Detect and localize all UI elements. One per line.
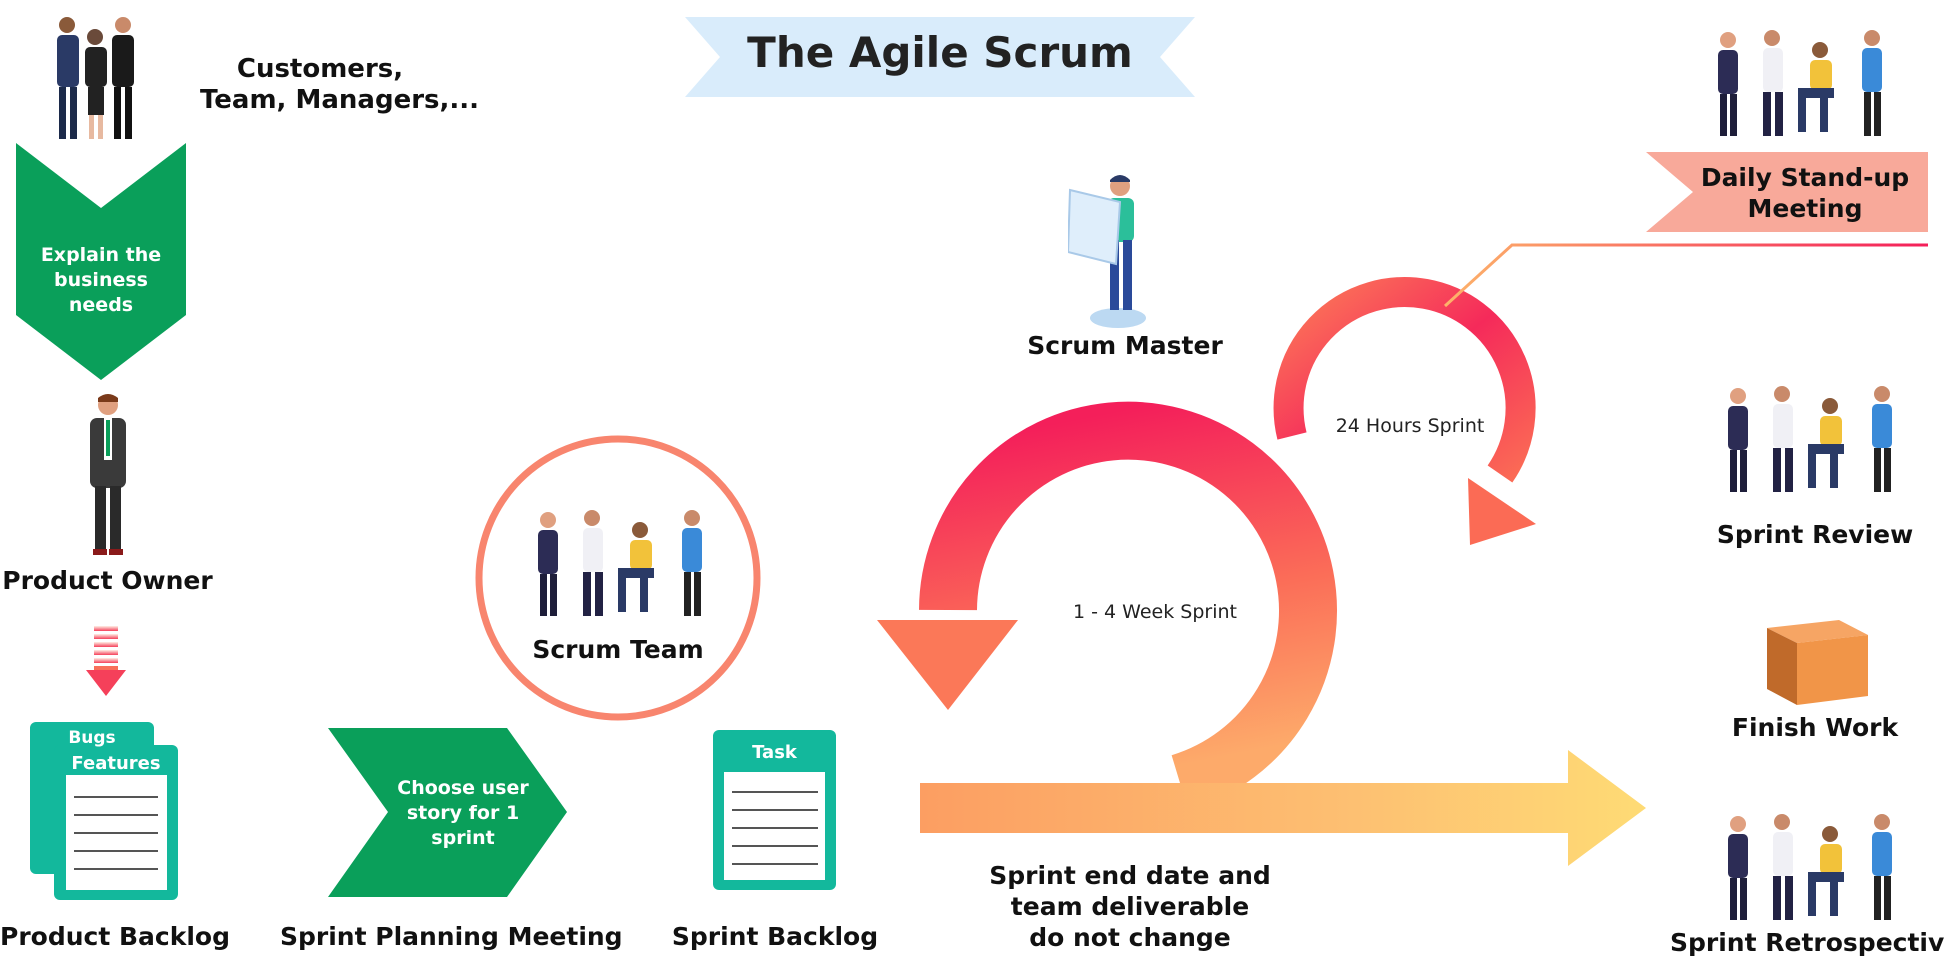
caption-line1: Sprint end date and — [989, 861, 1271, 890]
explain-chevron — [16, 143, 186, 380]
scrum-team-label: Scrum Team — [532, 635, 704, 664]
sprint-backlog-doc — [713, 730, 836, 890]
planning-line3: sprint — [431, 827, 495, 849]
sprint-planning-chevron — [328, 728, 567, 897]
explain-line3: needs — [68, 294, 134, 316]
down-arrow-icon — [86, 626, 126, 696]
finish-work-label: Finish Work — [1731, 713, 1899, 742]
product-owner-label: Product Owner — [2, 566, 213, 595]
scrum-master-icon — [1068, 175, 1146, 328]
small-loop-label: 24 Hours Sprint — [1335, 415, 1485, 437]
big-loop-label: 1 - 4 Week Sprint — [1073, 601, 1237, 623]
scrum-team-circle — [475, 435, 761, 721]
sprint-arrow — [920, 750, 1646, 866]
explain-chevron-text: Explain the business needs — [16, 243, 186, 318]
big-loop-arrow — [877, 401, 1337, 811]
arrow-caption: Sprint end date and team deliverable do … — [980, 860, 1280, 953]
features-label: Features — [71, 753, 161, 774]
sprint-backlog-label: Sprint Backlog — [671, 922, 879, 951]
explain-line1: Explain the — [40, 244, 162, 266]
page-title: The Agile Scrum — [747, 28, 1133, 77]
standup-connector — [1443, 243, 1928, 308]
box-icon — [1767, 620, 1868, 705]
caption-line3: do not change — [1029, 923, 1231, 952]
sprint-retrospective-label: Sprint Retrospective — [1670, 928, 1945, 957]
product-backlog-label: Product Backlog — [0, 922, 231, 951]
standup-banner — [1646, 152, 1928, 232]
explain-line2: business — [54, 269, 148, 291]
retrospective-team-icon — [1728, 814, 1892, 920]
team-meeting-icon — [538, 510, 702, 616]
bugs-label: Bugs — [68, 728, 116, 748]
task-label: Task — [752, 742, 797, 763]
people-group-icon — [57, 17, 134, 139]
stakeholders-line2: Team, Managers,... — [200, 85, 480, 115]
stakeholders-label: Customers, Team, Managers,... — [200, 54, 480, 116]
sprint-review-label: Sprint Review — [1716, 520, 1914, 549]
product-backlog-docs — [30, 722, 178, 900]
scrum-master-label: Scrum Master — [1027, 331, 1223, 360]
planning-line1: Choose user — [397, 777, 529, 799]
caption-line2: team deliverable — [1010, 892, 1250, 921]
standup-label: Daily Stand-up Meeting — [1690, 162, 1920, 224]
standup-team-icon — [1718, 30, 1882, 136]
stakeholders-line1: Customers, — [236, 54, 404, 84]
standup-line1: Daily Stand-up — [1700, 163, 1910, 192]
team-figures — [538, 510, 702, 616]
document-icon — [54, 745, 178, 900]
review-team-icon — [1728, 386, 1892, 492]
sprint-planning-text: Choose user story for 1 sprint — [388, 776, 538, 851]
small-loop-arrow — [1273, 277, 1536, 545]
sprint-planning-label: Sprint Planning Meeting — [280, 922, 623, 951]
businessman-icon — [90, 394, 126, 555]
planning-line2: story for 1 — [406, 802, 520, 824]
standup-line2: Meeting — [1747, 194, 1863, 223]
title-banner — [685, 17, 1195, 97]
